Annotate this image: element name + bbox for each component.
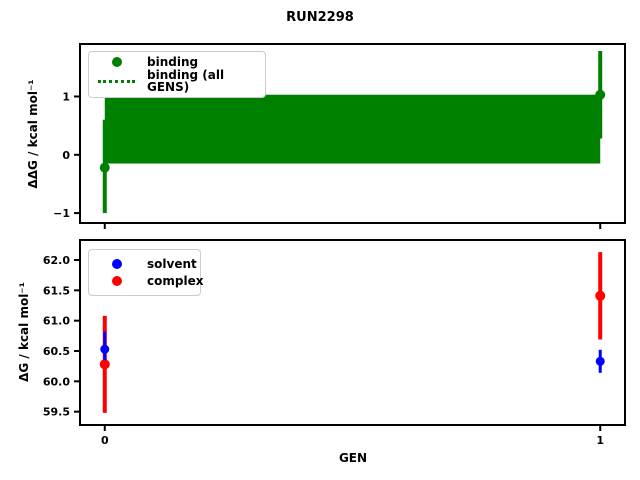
dotted-line-icon	[98, 79, 135, 83]
y-tick-label: 62.0	[43, 254, 70, 267]
marker-solvent-gen0	[100, 344, 110, 354]
y-tick-label: 61.0	[43, 315, 70, 328]
bottom-legend: solvent complex	[88, 249, 203, 296]
axes-frame-top	[79, 43, 626, 224]
legend-label-binding-all-gens: binding (all GENS)	[147, 68, 225, 94]
binding-marker-icon	[98, 57, 135, 67]
y-tick-label: 1	[62, 90, 70, 103]
solvent-marker-icon	[98, 259, 135, 269]
x-tick-label: 0	[101, 434, 109, 447]
green-dotted-line-icon	[98, 79, 135, 83]
legend-label-complex: complex	[147, 274, 204, 288]
red-dot-icon	[111, 276, 122, 286]
marker-solvent-gen1	[595, 356, 605, 366]
legend-label-binding: binding	[147, 55, 199, 69]
x-axis-label: GEN	[338, 451, 368, 465]
legend-item-complex: complex	[98, 275, 203, 287]
marker-complex-gen0	[99, 359, 110, 370]
y-tick-label: 0	[62, 149, 70, 162]
top-y-axis-label: ΔΔG / kcal mol⁻¹	[26, 79, 40, 189]
green-dot-icon	[111, 57, 122, 67]
x-tick-label: 1	[596, 434, 604, 447]
y-tick-label: 60.0	[43, 375, 70, 388]
top-legend: binding binding (all GENS)	[88, 51, 266, 98]
legend-item-solvent: solvent	[98, 258, 197, 270]
y-tick-label: 61.5	[43, 284, 70, 297]
marker-binding-gen1	[595, 89, 606, 100]
y-tick-label: −1	[53, 207, 70, 220]
error-band-binding-all-GENS-	[104, 94, 601, 164]
y-tick-label: 60.5	[43, 345, 70, 358]
marker-binding-gen0	[99, 162, 110, 173]
marker-complex-gen1	[595, 290, 606, 301]
figure-title: RUN2298	[286, 10, 354, 25]
blue-dot-icon	[111, 259, 122, 269]
complex-marker-icon	[98, 276, 135, 286]
bottom-y-axis-label: ΔG / kcal mol⁻¹	[17, 282, 31, 382]
y-tick-label: 59.5	[43, 406, 70, 419]
legend-label-solvent: solvent	[147, 257, 197, 271]
legend-item-binding-all-gens: binding (all GENS)	[98, 69, 256, 93]
legend-item-binding: binding	[98, 56, 256, 68]
axes-frame-bottom	[79, 239, 626, 426]
